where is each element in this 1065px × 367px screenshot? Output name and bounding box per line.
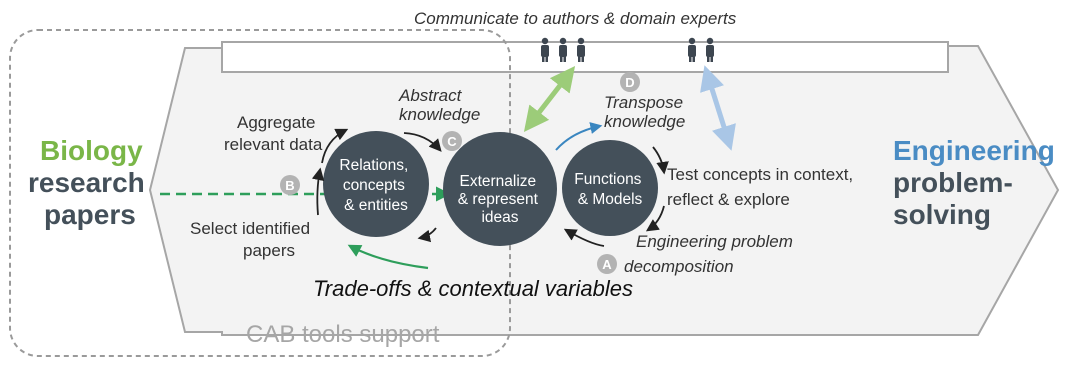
left-title-biology: Biology — [40, 135, 143, 166]
top-label: Communicate to authors & domain experts — [414, 9, 737, 28]
relations-line2: concepts — [343, 177, 405, 194]
transpose-line1: Transpose — [604, 93, 683, 112]
transpose-line2: knowledge — [604, 112, 685, 131]
functions-line1: Functions — [574, 171, 641, 188]
relations-line1: Relations, — [339, 157, 408, 174]
select-line2: papers — [243, 241, 295, 260]
test-line1: Test concepts in context, — [667, 165, 853, 184]
badge-b: B — [280, 175, 300, 195]
tradeoffs-label: Trade-offs & contextual variables — [313, 276, 633, 301]
abstract-line2: knowledge — [399, 105, 480, 124]
relations-line3: & entities — [344, 197, 408, 214]
green-communicate-arrow — [523, 66, 576, 132]
externalize-line2: & represent — [458, 191, 539, 208]
svg-text:Test concepts in context,: Test concepts in context, reflect & expl… — [667, 165, 858, 209]
blue-communicate-arrow — [700, 65, 736, 151]
badge-c: C — [442, 131, 462, 151]
badge-d: D — [620, 72, 640, 92]
right-title-engineering: Engineering — [893, 135, 1055, 166]
cycle-arrow — [417, 227, 437, 243]
cab-label: CAB tools support — [246, 321, 440, 348]
cycle-arrow — [311, 167, 325, 216]
svg-text:Externalize & represent: Externalize & represent ideas — [458, 173, 542, 226]
top-rail — [221, 41, 949, 73]
decomp-line1: Engineering problem — [636, 232, 793, 251]
cycle-arrow — [645, 205, 665, 232]
svg-text:Relations, concepts &: Relations, concepts & entities — [339, 157, 412, 214]
cycle-arrow — [563, 228, 605, 247]
functions-line2: & Models — [578, 191, 643, 208]
left-title-papers: papers — [44, 199, 136, 230]
circle-relations — [323, 131, 429, 237]
svg-text:Engineering problem decomp: Engineering problem decomposition — [624, 232, 798, 276]
test-line2: reflect & explore — [667, 190, 790, 209]
right-title-problem: problem- — [893, 167, 1013, 198]
green-tradeoff-arrow — [347, 244, 429, 270]
people-icon — [688, 37, 714, 62]
svg-text:A: A — [602, 257, 612, 272]
svg-text:Aggregate relevant data: Aggregate relevant data — [224, 113, 323, 154]
externalize-line1: Externalize — [460, 173, 537, 190]
people-icon — [541, 37, 585, 62]
svg-text:Abstract knowledge: Abstract knowledge — [398, 86, 480, 124]
abstract-line1: Abstract — [398, 86, 463, 105]
svg-text:Transpose knowledge: Transpose knowledge — [604, 93, 688, 131]
circle-functions — [562, 140, 658, 236]
badge-a: A — [597, 254, 617, 274]
externalize-line3: ideas — [481, 209, 518, 226]
cycle-arrow — [652, 146, 669, 175]
cycle-arrow — [321, 128, 349, 164]
svg-text:B: B — [285, 178, 294, 193]
decomp-line2: decomposition — [624, 257, 734, 276]
circle-externalize — [443, 132, 557, 246]
blue-transpose-arrow — [555, 122, 603, 151]
left-title-research: research — [28, 167, 145, 198]
cycle-arrow — [403, 132, 442, 152]
aggregate-line2: relevant data — [224, 135, 323, 154]
svg-text:C: C — [447, 134, 457, 149]
svg-text:D: D — [625, 75, 634, 90]
aggregate-line1: Aggregate — [237, 113, 315, 132]
select-line1: Select identified — [190, 219, 310, 238]
right-title-solving: solving — [893, 199, 991, 230]
svg-text:Select identified papers: Select identified papers — [190, 219, 315, 260]
svg-text:Functions & Models: Functions & Models — [574, 171, 646, 208]
